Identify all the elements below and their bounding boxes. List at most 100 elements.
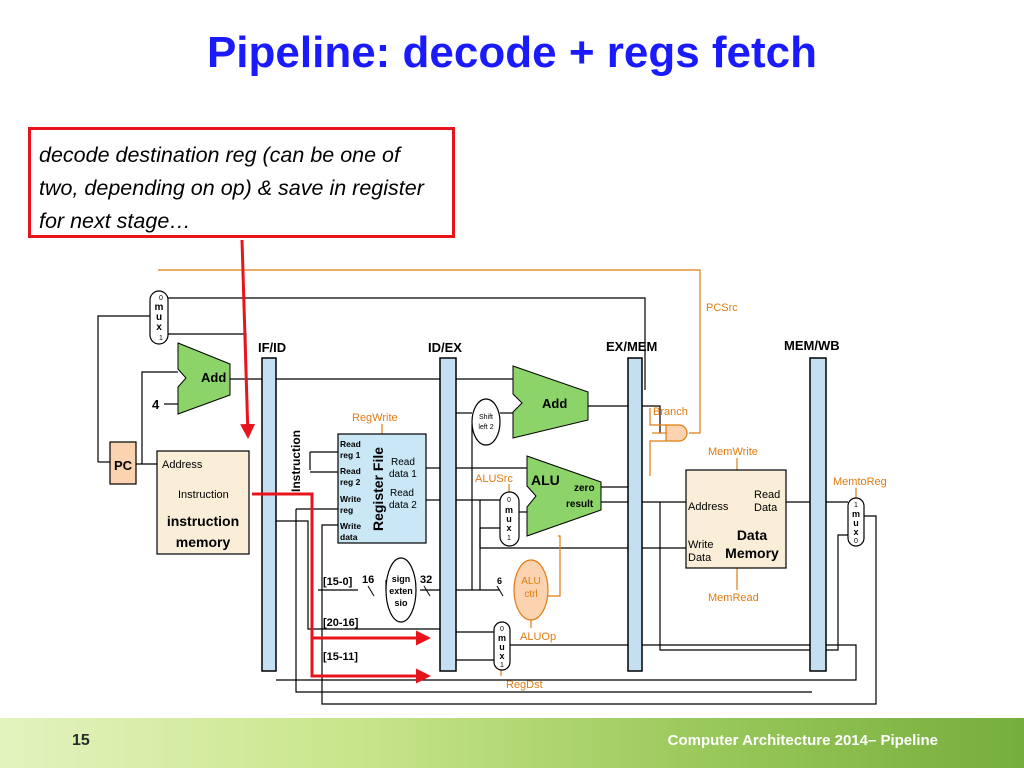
svg-text:Read: Read xyxy=(390,488,414,499)
svg-text:1: 1 xyxy=(500,662,504,669)
regdst-mux: 0 m u x 1 xyxy=(493,621,511,671)
svg-text:Write: Write xyxy=(688,539,713,551)
svg-text:Data: Data xyxy=(754,502,778,514)
width-32: 32 xyxy=(420,574,432,586)
svg-text:Write: Write xyxy=(340,494,361,504)
svg-text:m: m xyxy=(498,633,506,643)
svg-text:Read: Read xyxy=(340,466,361,476)
svg-text:Memory: Memory xyxy=(725,545,779,561)
regwrite-label: RegWrite xyxy=(352,412,398,424)
if-id-label: IF/ID xyxy=(258,340,286,355)
const-four: 4 xyxy=(152,397,160,412)
svg-text:0: 0 xyxy=(500,626,504,633)
svg-text:Add: Add xyxy=(542,396,567,411)
slide-title: Pipeline: decode + regs fetch xyxy=(206,28,818,77)
regdst-label: RegDst xyxy=(506,679,543,691)
if-id-register xyxy=(261,357,277,672)
ex-mem-register xyxy=(627,357,643,672)
svg-text:1: 1 xyxy=(507,535,511,542)
memread-label: MemRead xyxy=(708,592,759,604)
svg-text:u: u xyxy=(156,312,162,323)
datapath-wires xyxy=(97,297,877,705)
svg-text:Add: Add xyxy=(201,370,226,385)
svg-text:m: m xyxy=(155,302,164,313)
alu-control: ALU ctrl xyxy=(513,559,549,621)
svg-text:m: m xyxy=(505,505,513,515)
footer-caption: Computer Architecture 2014– Pipeline xyxy=(667,732,938,749)
svg-text:Address: Address xyxy=(162,459,203,471)
width-6: 6 xyxy=(497,576,502,586)
svg-text:sio: sio xyxy=(394,598,408,608)
svg-text:0: 0 xyxy=(507,497,511,504)
svg-text:Read: Read xyxy=(340,439,361,449)
callout-annotation: decode destination reg (can be one of tw… xyxy=(28,127,455,238)
svg-text:1: 1 xyxy=(854,502,858,509)
data-memory: Address Read Data Write Data Data Memory xyxy=(685,469,787,569)
svg-text:Read: Read xyxy=(754,489,780,501)
svg-text:reg 1: reg 1 xyxy=(340,450,361,460)
field-rt: [20-16] xyxy=(323,617,359,629)
svg-text:ctrl: ctrl xyxy=(524,589,537,600)
page-number: 15 xyxy=(72,732,90,749)
svg-text:memory: memory xyxy=(176,534,231,550)
branch-adder: Add xyxy=(512,365,589,439)
memtoreg-mux: 1 m u x 0 xyxy=(847,497,865,547)
sign-extend: sign exten sio xyxy=(385,557,417,623)
svg-text:x: x xyxy=(156,322,162,333)
id-ex-register xyxy=(439,357,457,672)
svg-text:sign: sign xyxy=(392,574,411,584)
svg-text:zero: zero xyxy=(574,483,595,494)
svg-text:Address: Address xyxy=(688,501,729,513)
svg-text:data: data xyxy=(340,532,358,542)
svg-text:u: u xyxy=(499,642,505,652)
control-signal-labels: PCSrc Branch RegWrite ALUSrc MemWrite Me… xyxy=(352,302,887,691)
svg-text:Write: Write xyxy=(340,521,361,531)
pipeline-registers: IF/ID ID/EX EX/MEM MEM/WB xyxy=(258,338,840,672)
svg-text:u: u xyxy=(853,518,859,528)
branch-and-gate xyxy=(665,424,688,442)
id-ex-label: ID/EX xyxy=(428,340,462,355)
svg-text:Instruction: Instruction xyxy=(178,489,229,501)
svg-text:Read: Read xyxy=(391,457,415,468)
svg-text:data 1: data 1 xyxy=(389,469,417,480)
svg-text:data 2: data 2 xyxy=(389,500,417,511)
ex-mem-label: EX/MEM xyxy=(606,339,657,354)
svg-text:exten: exten xyxy=(389,586,413,596)
field-rd: [15-11] xyxy=(323,651,358,663)
svg-text:0: 0 xyxy=(854,538,858,545)
alu: ALU zero result xyxy=(526,455,602,537)
highlight-instruction-path xyxy=(252,492,431,684)
shift-left-2: Shift left 2 xyxy=(471,398,501,446)
memtoreg-label: MemtoReg xyxy=(833,476,887,488)
svg-text:Register File: Register File xyxy=(370,447,386,531)
pc-adder: Add xyxy=(177,342,231,415)
callout-pointer-arrow xyxy=(240,239,256,439)
svg-text:ALU: ALU xyxy=(521,576,540,587)
svg-text:instruction: instruction xyxy=(167,513,239,529)
svg-text:reg: reg xyxy=(340,505,353,515)
instruction-memory: Address Instruction instruction memory xyxy=(156,450,250,555)
svg-text:m: m xyxy=(852,509,860,519)
alusrc-mux: 0 m u x 1 xyxy=(499,491,520,547)
aluop-label: ALUOp xyxy=(520,631,556,643)
control-wires xyxy=(158,269,857,676)
svg-text:reg 2: reg 2 xyxy=(340,477,361,487)
program-counter: PC xyxy=(109,441,137,485)
branch-label: Branch xyxy=(653,406,688,418)
footer-bar: 15 Computer Architecture 2014– Pipeline xyxy=(0,718,1024,768)
svg-text:ALU: ALU xyxy=(531,472,560,488)
field-imm: [15-0] xyxy=(323,576,353,588)
svg-text:Data: Data xyxy=(688,552,712,564)
pcsrc-label: PCSrc xyxy=(706,302,738,314)
svg-text:x: x xyxy=(506,523,511,533)
width-16: 16 xyxy=(362,574,374,586)
svg-text:Shift: Shift xyxy=(479,414,493,421)
highlight-arrows xyxy=(240,239,431,684)
alusrc-label: ALUSrc xyxy=(475,473,513,485)
svg-text:x: x xyxy=(853,527,858,537)
pc-mux: 0 m u x 1 xyxy=(149,290,169,345)
register-file: Read reg 1 Read reg 2 Write reg Write da… xyxy=(337,433,427,544)
svg-text:x: x xyxy=(499,651,504,661)
mem-wb-label: MEM/WB xyxy=(784,338,840,353)
